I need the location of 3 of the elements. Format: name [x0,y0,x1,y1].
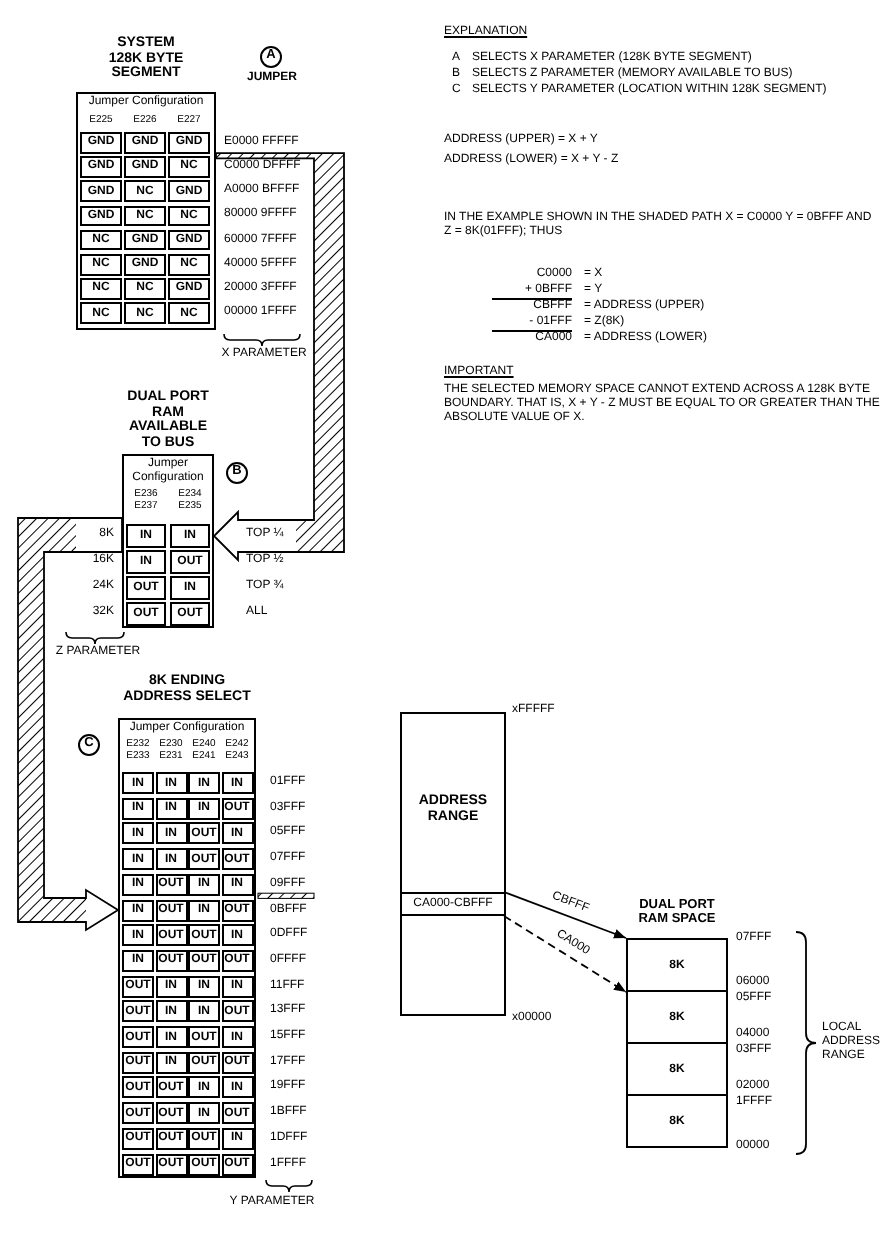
arrow [503,891,627,939]
arrow [503,915,627,993]
address-range-box [400,712,506,1016]
